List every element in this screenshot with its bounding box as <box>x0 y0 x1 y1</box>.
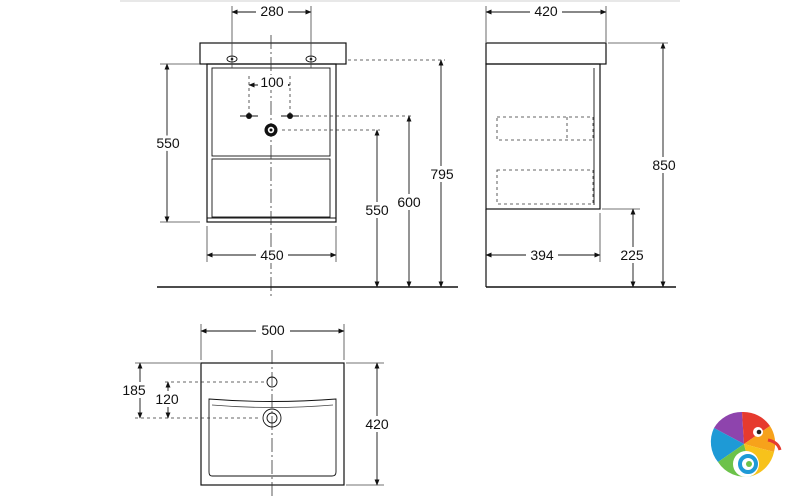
plan-basin-outline <box>200 362 345 486</box>
side-basin-top <box>485 42 607 65</box>
side-drawer-upper-hidden <box>496 116 594 141</box>
dim-front-small-offset: 100 <box>260 74 284 90</box>
dim-front-cabinet-width: 450 <box>260 247 284 263</box>
waste-outlet-icon <box>262 408 282 428</box>
dim-side-overall-height: 850 <box>652 157 676 173</box>
dim-plan-width: 500 <box>261 322 285 338</box>
dim-side-depth-top: 420 <box>534 3 558 19</box>
dim-front-overall-height: 795 <box>430 166 454 182</box>
dim-front-cabinet-height: 550 <box>156 135 180 151</box>
dim-side-leg-height: 225 <box>620 247 644 263</box>
side-view: 420 394 225 850 <box>485 3 681 288</box>
plan-bowl <box>208 398 337 477</box>
side-cabinet <box>485 63 601 210</box>
dim-side-depth-bottom: 394 <box>530 247 554 263</box>
dim-front-waste-height: 550 <box>365 202 389 218</box>
front-cabinet <box>206 63 337 223</box>
dim-plan-waste-offset: 120 <box>155 391 179 407</box>
dim-plan-depth: 420 <box>365 416 389 432</box>
plan-view: 500 185 120 420 <box>118 322 393 496</box>
tap-hole-icon <box>266 376 278 388</box>
front-basin-top <box>199 42 347 65</box>
chameleon-logo <box>710 411 782 477</box>
dim-plan-tap-offset: 185 <box>122 382 146 398</box>
dim-front-outlet-height: 600 <box>397 194 421 210</box>
dim-front-tap-spacing: 280 <box>260 3 284 19</box>
side-drawer-lower-hidden <box>496 169 594 205</box>
front-view: 280 100 550 550 600 795 450 <box>153 3 458 298</box>
waste-outlet-icon <box>264 123 278 137</box>
